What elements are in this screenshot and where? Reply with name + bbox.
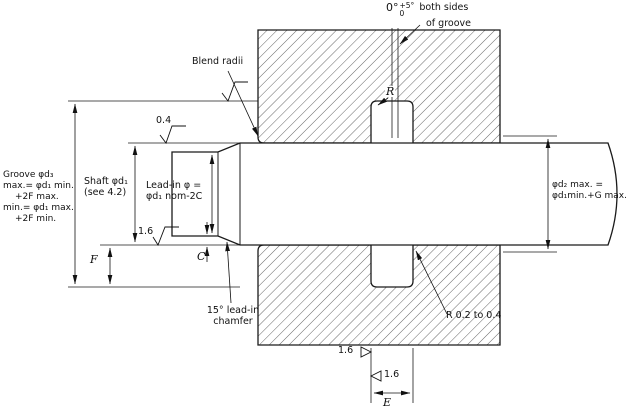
finish-check-groove-dia [221, 81, 248, 102]
d2-note: φd₂ max. = φd₁min.+G max. [552, 180, 627, 202]
shaft-note-line1: Shaft φd₁ [84, 176, 128, 187]
dim-e-label: E [383, 396, 392, 409]
finish-flag-groove-left [360, 346, 373, 358]
finish-check-bottom-left [152, 226, 179, 246]
leadin-note: Lead-in φ = φd₁ nom-2C [146, 180, 202, 202]
leader-groove-radius [377, 97, 389, 106]
groove-angle-note: 0° +5° 0 both sides of groove [386, 2, 471, 30]
groove-note-line2: max.= φd₁ min. [3, 181, 74, 191]
angle-note-line1: both sides [419, 2, 469, 13]
groove-note-line3: +2F max. [15, 192, 59, 202]
groove-d3-note: Groove φd₃ max.= φd₁ min. +2F max. min.=… [3, 170, 74, 225]
chamfer-note-line1: 15° lead-in [206, 305, 260, 316]
d2-note-line1: φd₂ max. = [552, 180, 603, 190]
angle-tolerance: 0° +5° 0 both sides [386, 2, 471, 18]
blend-radii-label: Blend radii [192, 56, 244, 67]
groove-note-line5: +2F min. [15, 214, 57, 224]
angle-sub: 0 [399, 9, 405, 18]
angle-sup: +5° [399, 1, 415, 10]
housing-bottom-block [257, 244, 501, 346]
leadin-note-line2: φd₁ nom-2C [146, 191, 203, 202]
shaft-outline [171, 142, 618, 246]
dim-c-label: C [197, 250, 206, 263]
shaft-note: Shaft φd₁ (see 4.2) [84, 176, 128, 198]
housing-top-block [257, 29, 501, 144]
groove-note-line1: Groove φd₃ [3, 170, 54, 180]
d2-note-line2: φd₁min.+G max. [552, 191, 627, 201]
leader-corner-radius [415, 250, 448, 315]
angle-note-line2: of groove [426, 18, 471, 29]
shaft-note-line2: (see 4.2) [84, 187, 127, 198]
shaft [171, 142, 618, 246]
finish-value-top: 0.4 [156, 115, 172, 126]
leader-blend-radii [227, 70, 259, 137]
leadin-note-line1: Lead-in φ = [146, 180, 202, 191]
surface-finish-symbols [152, 81, 382, 382]
chamfer-note-line2: chamfer [213, 316, 253, 327]
angle-base: 0° [386, 1, 399, 14]
leader-angle [399, 24, 421, 45]
groove-note-line4: min.= φd₁ max. [3, 203, 74, 213]
housing-section [257, 29, 501, 346]
dimension-lines [72, 103, 551, 396]
leader-lines [225, 24, 448, 315]
groove-radius-label: R [385, 85, 396, 98]
chamfer-note: 15° lead-in chamfer [204, 305, 262, 327]
angle-tolerance-stack: +5° 0 [400, 2, 415, 18]
corner-radius-label: R 0.2 to 0.4 [446, 310, 502, 321]
dim-f-label: F [90, 253, 98, 266]
leader-chamfer [225, 241, 232, 304]
finish-value-groove-left: 1.6 [338, 345, 354, 356]
finish-flag-groove-right [369, 370, 382, 382]
finish-check-top [159, 125, 186, 144]
finish-value-groove-right: 1.6 [384, 369, 400, 380]
finish-value-bottom-left: 1.6 [138, 226, 154, 237]
